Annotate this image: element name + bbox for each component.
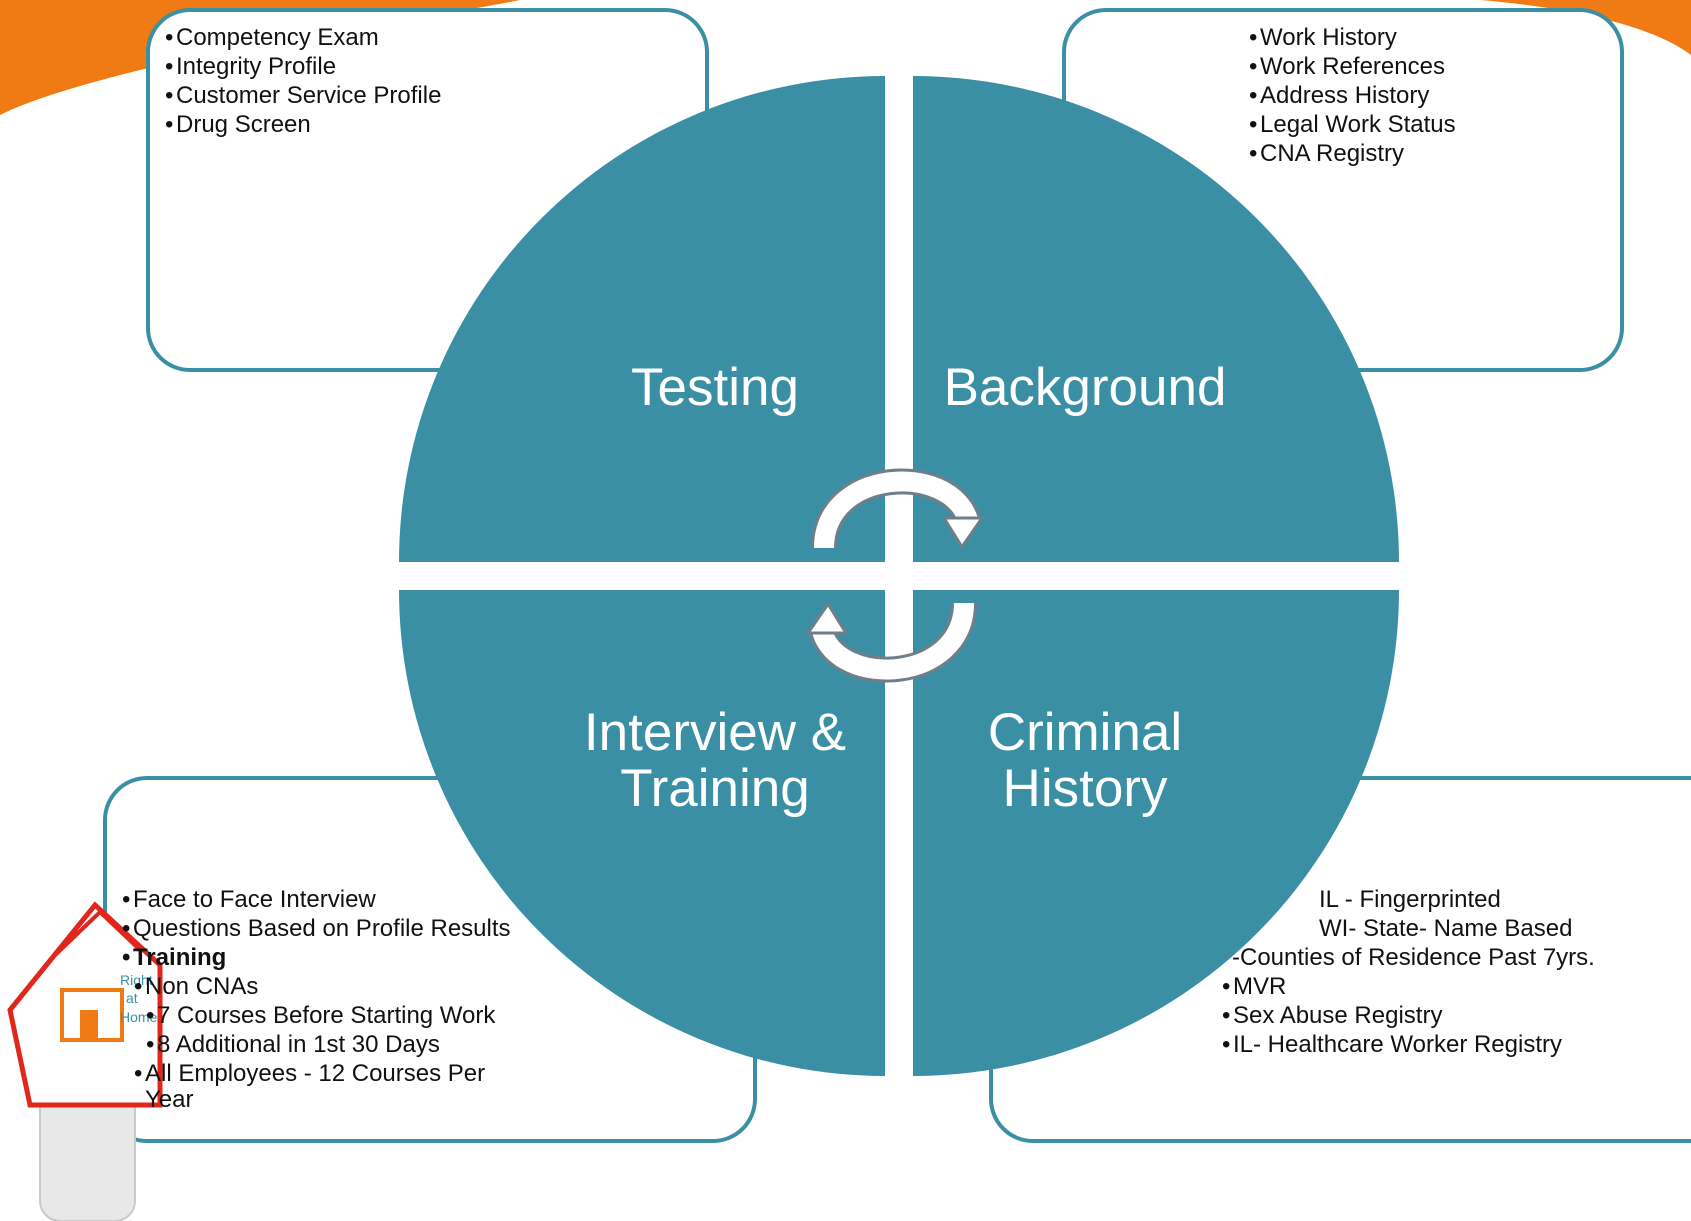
list-item: 8 Additional in 1st 30 Days: [122, 1030, 511, 1059]
testing-label: Testing: [631, 358, 799, 417]
top-right-orange-swoosh: [1481, 0, 1691, 55]
list-item: CNA Registry: [1249, 139, 1456, 168]
list-item: Customer Service Profile: [165, 81, 441, 110]
background-quadrant: [913, 76, 1399, 562]
list-item: Integrity Profile: [165, 52, 441, 81]
interview-training-label-line: Training: [620, 759, 810, 818]
testing-quadrant: [399, 76, 885, 562]
interview-training-quadrant: [399, 590, 885, 1076]
list-item: Face to Face Interview: [122, 885, 511, 914]
list-item: MVR: [1222, 972, 1595, 1001]
list-item: 7 Courses Before Starting Work: [122, 1001, 511, 1030]
list-item: WI- State- Name Based: [1319, 915, 1573, 942]
list-item: Work History: [1249, 23, 1456, 52]
interview-training-label-line: Interview &: [583, 703, 847, 762]
cycle-arrow-right-icon: [811, 468, 985, 550]
list-item: Questions Based on Profile Results: [122, 914, 511, 943]
criminal-history-bullet-list: IL - Fingerprinted WI- State- Name Based…: [1222, 885, 1595, 1059]
list-item: Year: [145, 1086, 194, 1113]
list-item: Address History: [1249, 81, 1456, 110]
criminal-history-label: Criminal History: [960, 705, 1210, 817]
list-item: IL- Healthcare Worker Registry: [1222, 1030, 1595, 1059]
list-item: All Employees - 12 Courses Per: [122, 1059, 511, 1088]
list-item: Drug Screen: [165, 110, 441, 139]
list-item: Competency Exam: [165, 23, 441, 52]
criminal-history-label-line: Criminal: [987, 703, 1183, 762]
interview-training-label: Interview & Training: [560, 705, 870, 817]
interview-training-bullet-list: Face to Face Interview Questions Based o…: [122, 885, 511, 1112]
list-item: IL - Fingerprinted: [1319, 886, 1501, 913]
cycle-arrow-left-icon: [805, 601, 977, 683]
top-left-orange-swoosh: [0, 0, 520, 115]
testing-bullet-list: Competency Exam Integrity Profile Custom…: [165, 23, 441, 139]
list-item: Non CNAs: [122, 972, 511, 1001]
list-item: Work References: [1249, 52, 1456, 81]
list-item: -Counties of Residence Past 7yrs.: [1232, 944, 1595, 971]
list-item: Training: [122, 943, 511, 972]
criminal-history-label-line: History: [1002, 759, 1168, 818]
background-bullet-list: Work History Work References Address His…: [1249, 23, 1456, 168]
background-label: Background: [943, 358, 1227, 417]
criminal-history-quadrant: [913, 590, 1399, 1076]
list-item: Legal Work Status: [1249, 110, 1456, 139]
list-item: Sex Abuse Registry: [1222, 1001, 1595, 1030]
